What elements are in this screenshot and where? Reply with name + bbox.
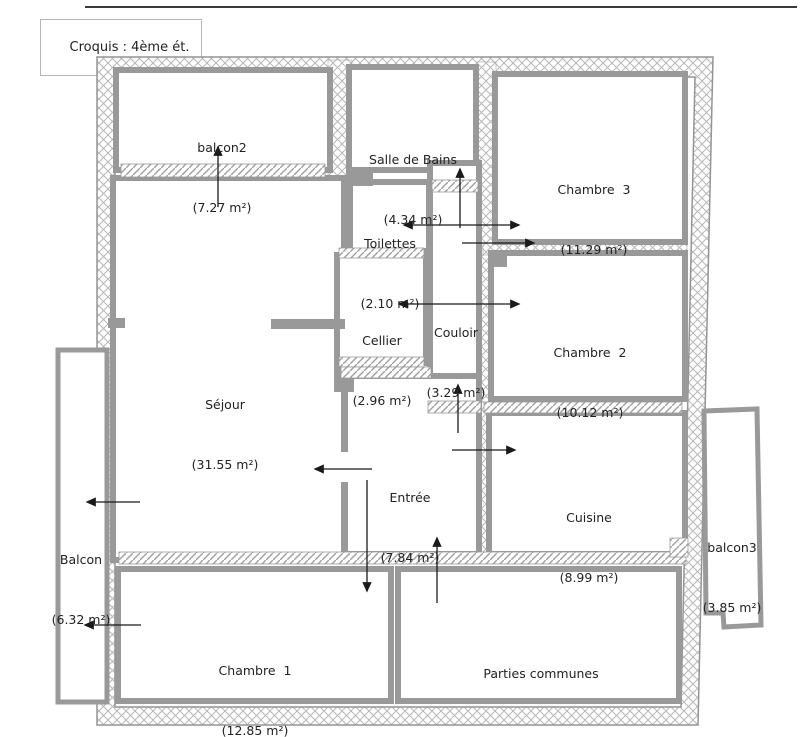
door-strips — [118, 163, 689, 565]
room-name: Chambre 3 — [557, 182, 631, 197]
door-arrows — [83, 145, 536, 630]
room-label-chambre-3: Chambre 3 (11.29 m²) — [558, 140, 631, 300]
room-chambre-2 — [488, 250, 688, 402]
room-label-parties-communes: Parties communes — [483, 624, 598, 737]
floor-title-label: Croquis : 4ème ét. — [69, 40, 190, 55]
room-label-salle-de-bains: Salle de Bains (4.34 m²) — [369, 110, 457, 270]
room-label-couloir: Couloir (3.29 m²) — [427, 283, 486, 443]
room-parties-communes — [395, 566, 682, 704]
room-area: (8.99 m²) — [559, 570, 619, 585]
room-label-chambre-2: Chambre 2 (10.12 m²) — [554, 303, 627, 463]
room-name: Salle de Bains — [369, 152, 457, 167]
room-toilettes — [347, 179, 432, 254]
room-area: (31.55 m²) — [191, 457, 259, 472]
room-label-balcon3: balcon3 (3.85 m²) — [703, 498, 762, 658]
room-area: (12.85 m²) — [221, 723, 289, 737]
room-chambre-3 — [492, 71, 688, 245]
room-label-entree: Entrée (7.84 m²) — [381, 448, 440, 608]
room-couloir — [427, 160, 482, 412]
room-label-chambre-1: Chambre 1 (12.85 m²) — [219, 621, 292, 737]
room-name: Balcon — [59, 552, 103, 567]
room-label-sejour: Séjour (31.55 m²) — [192, 355, 259, 515]
wall-notches — [108, 167, 507, 392]
room-area: (7.84 m²) — [380, 550, 440, 565]
room-name: balcon2 — [197, 140, 247, 155]
room-area: (11.29 m²) — [560, 242, 628, 257]
room-name: balcon3 — [707, 540, 757, 555]
room-area: (7.27 m²) — [192, 200, 252, 215]
room-area: (2.96 m²) — [352, 393, 412, 408]
room-area: (4.34 m²) — [383, 212, 443, 227]
room-name: Toilettes — [364, 236, 416, 251]
top-rule — [85, 6, 797, 8]
room-chambre-1 — [115, 566, 394, 704]
room-name: Séjour — [205, 397, 245, 412]
room-balcon2 — [113, 67, 333, 173]
room-label-cellier: Cellier (2.96 m²) — [353, 291, 412, 451]
room-area: (3.29 m²) — [426, 385, 486, 400]
room-name: Entrée — [389, 490, 431, 505]
room-cuisine — [486, 410, 688, 557]
room-balcon3 — [701, 406, 764, 630]
room-area: (2.10 m²) — [360, 296, 420, 311]
room-balcon — [55, 347, 110, 705]
room-area: (3.85 m²) — [702, 600, 762, 615]
room-area: (6.32 m²) — [51, 612, 111, 627]
room-area: (10.12 m²) — [556, 405, 624, 420]
room-label-toilettes: Toilettes (2.10 m²) — [361, 194, 420, 354]
room-name: Cellier — [362, 333, 402, 348]
room-name: Couloir — [433, 325, 479, 340]
door-opening-sejour — [331, 452, 350, 482]
room-name: Cuisine — [566, 510, 612, 525]
interior-walls — [55, 64, 764, 705]
room-label-cuisine: Cuisine (8.99 m²) — [560, 468, 619, 628]
room-salle-de-bains — [346, 64, 479, 173]
room-name: Chambre 2 — [553, 345, 627, 360]
room-name: Parties communes — [483, 666, 599, 681]
room-label-balcon2: balcon2 (7.27 m²) — [193, 98, 252, 258]
room-name: Chambre 1 — [218, 663, 292, 678]
room-label-balcon: Balcon (6.32 m²) — [52, 510, 111, 670]
